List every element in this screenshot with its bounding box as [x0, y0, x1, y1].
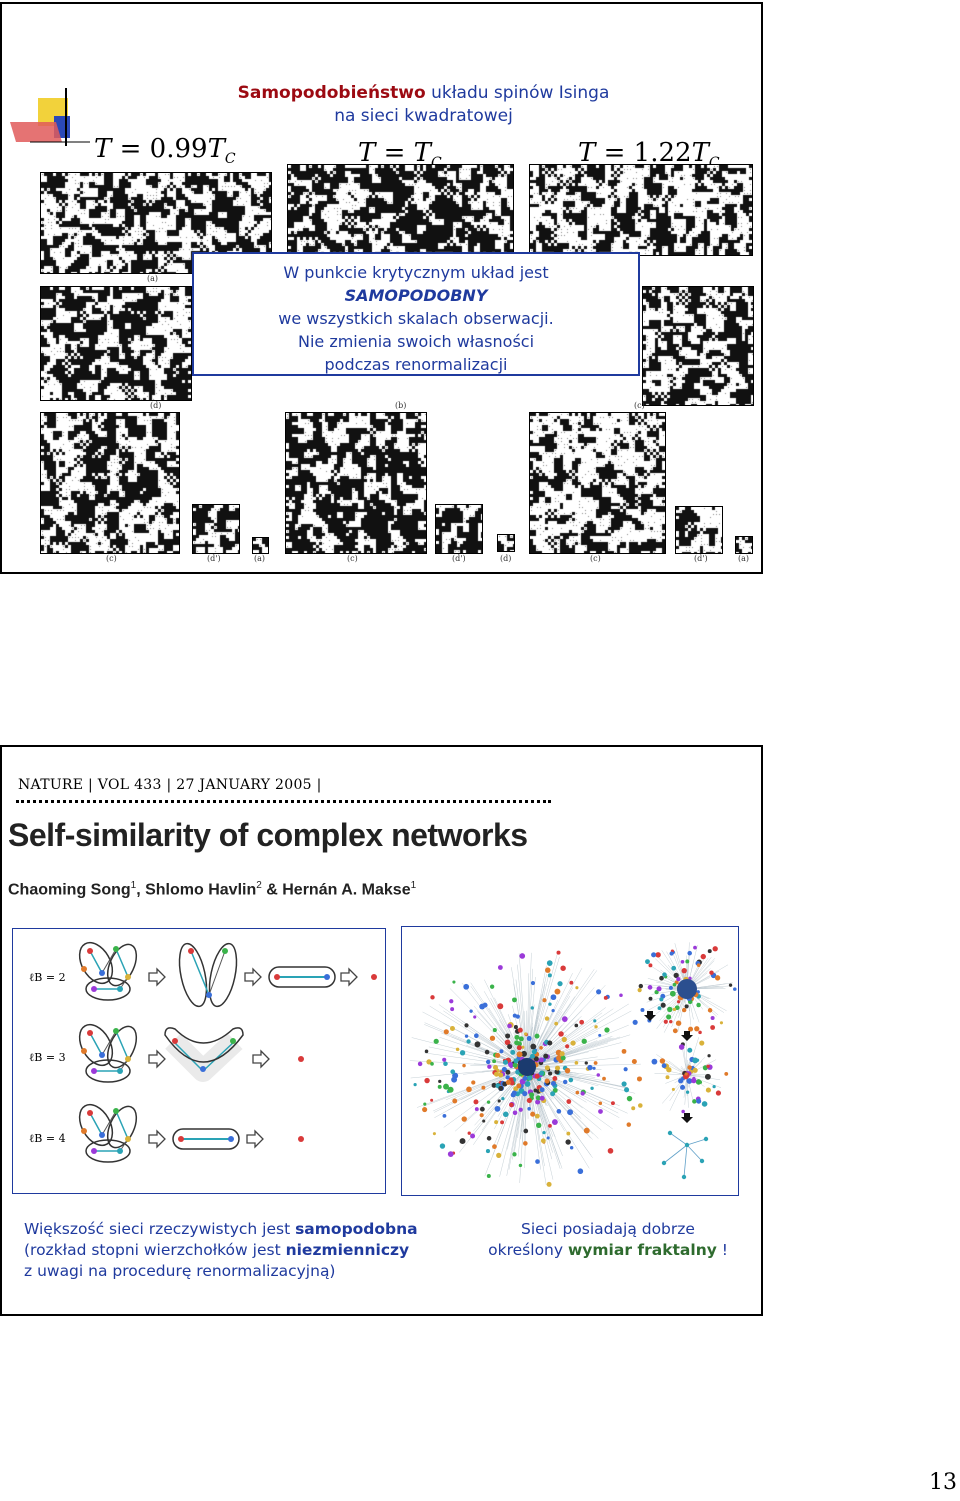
real-networks-note: Większość sieci rzeczywistych jest samop… — [24, 1219, 484, 1282]
dotted-divider — [16, 800, 551, 803]
spin-panel-high-e — [735, 536, 753, 554]
renormalization-figure: ℓB = 2 ℓB = 3 ℓB = 4 — [12, 928, 386, 1194]
box-size-label: ℓB = 3 — [29, 1051, 66, 1064]
author-name: Chaoming Song — [8, 881, 131, 898]
info-line-emphasis: SAMOPODOBNY — [194, 284, 638, 307]
spin-panel-high-b — [642, 286, 754, 406]
info-line: podczas renormalizacji — [194, 353, 638, 376]
caption: (d) — [150, 401, 161, 410]
info-line: we wszystkich skalach obserwacji. — [194, 307, 638, 330]
author-name: Shlomo Havlin — [145, 881, 256, 898]
spin-panel-high-a — [529, 164, 753, 256]
renormalization-diagram: ℓB = 2 ℓB = 3 ℓB = 4 — [13, 929, 385, 1193]
caption: (d') — [694, 554, 708, 563]
box-size-label: ℓB = 2 — [29, 971, 66, 984]
spin-panel-low-d — [192, 504, 240, 554]
caption: (a) — [738, 554, 749, 563]
caption: (a) — [254, 554, 265, 563]
spin-panel-critical-c — [285, 412, 427, 554]
spin-panel-low-e — [252, 537, 269, 554]
caption: (d') — [452, 554, 466, 563]
info-line: Nie zmienia swoich własności — [194, 330, 638, 353]
journal-header: NATURE | VOL 433 | 27 JANUARY 2005 | — [18, 777, 322, 793]
caption: (a) — [147, 274, 158, 283]
spin-panel-critical-a — [287, 164, 514, 256]
spin-panel-high-d — [675, 506, 723, 554]
box-size-label: ℓB = 4 — [29, 1132, 66, 1145]
spin-panel-critical-e — [497, 534, 515, 552]
title-strong: Samopodobieństwo — [238, 83, 426, 103]
info-line: W punkcie krytycznym układ jest — [194, 261, 638, 284]
caption: (c) — [347, 554, 358, 563]
spin-panel-critical-d — [435, 504, 483, 554]
paper-authors: Chaoming Song1, Shlomo Havlin2 & Hernán … — [8, 880, 416, 899]
network-graph — [402, 927, 738, 1195]
author-name: Hernán A. Makse — [282, 881, 410, 898]
network-figure — [401, 926, 739, 1196]
fractal-dimension-note: Sieci posiadają dobrze określony wymiar … — [488, 1219, 728, 1261]
spin-panel-low-c — [40, 412, 180, 554]
temp-label-low: T = 0.99TC — [90, 134, 240, 167]
slide-title: Samopodobieństwo układu spinów Isinga na… — [2, 82, 763, 128]
spin-panel-high-c — [529, 412, 666, 554]
self-similar-info-box: W punkcie krytycznym układ jest SAMOPODO… — [192, 252, 640, 376]
caption: (d') — [207, 554, 221, 563]
paper-title: Self-similarity of complex networks — [8, 817, 528, 854]
spin-panel-low-b — [40, 286, 192, 401]
title-rest: układu spinów Isinga — [426, 83, 610, 103]
caption: (c) — [590, 554, 601, 563]
caption: (b) — [395, 401, 406, 410]
caption: (d) — [500, 554, 511, 563]
title-line2: na sieci kwadratowej — [334, 106, 513, 126]
caption: (c) — [634, 401, 645, 410]
page-number: 13 — [929, 1470, 957, 1495]
caption: (c) — [106, 554, 117, 563]
slide-ising: Samopodobieństwo układu spinów Isinga na… — [0, 2, 763, 574]
